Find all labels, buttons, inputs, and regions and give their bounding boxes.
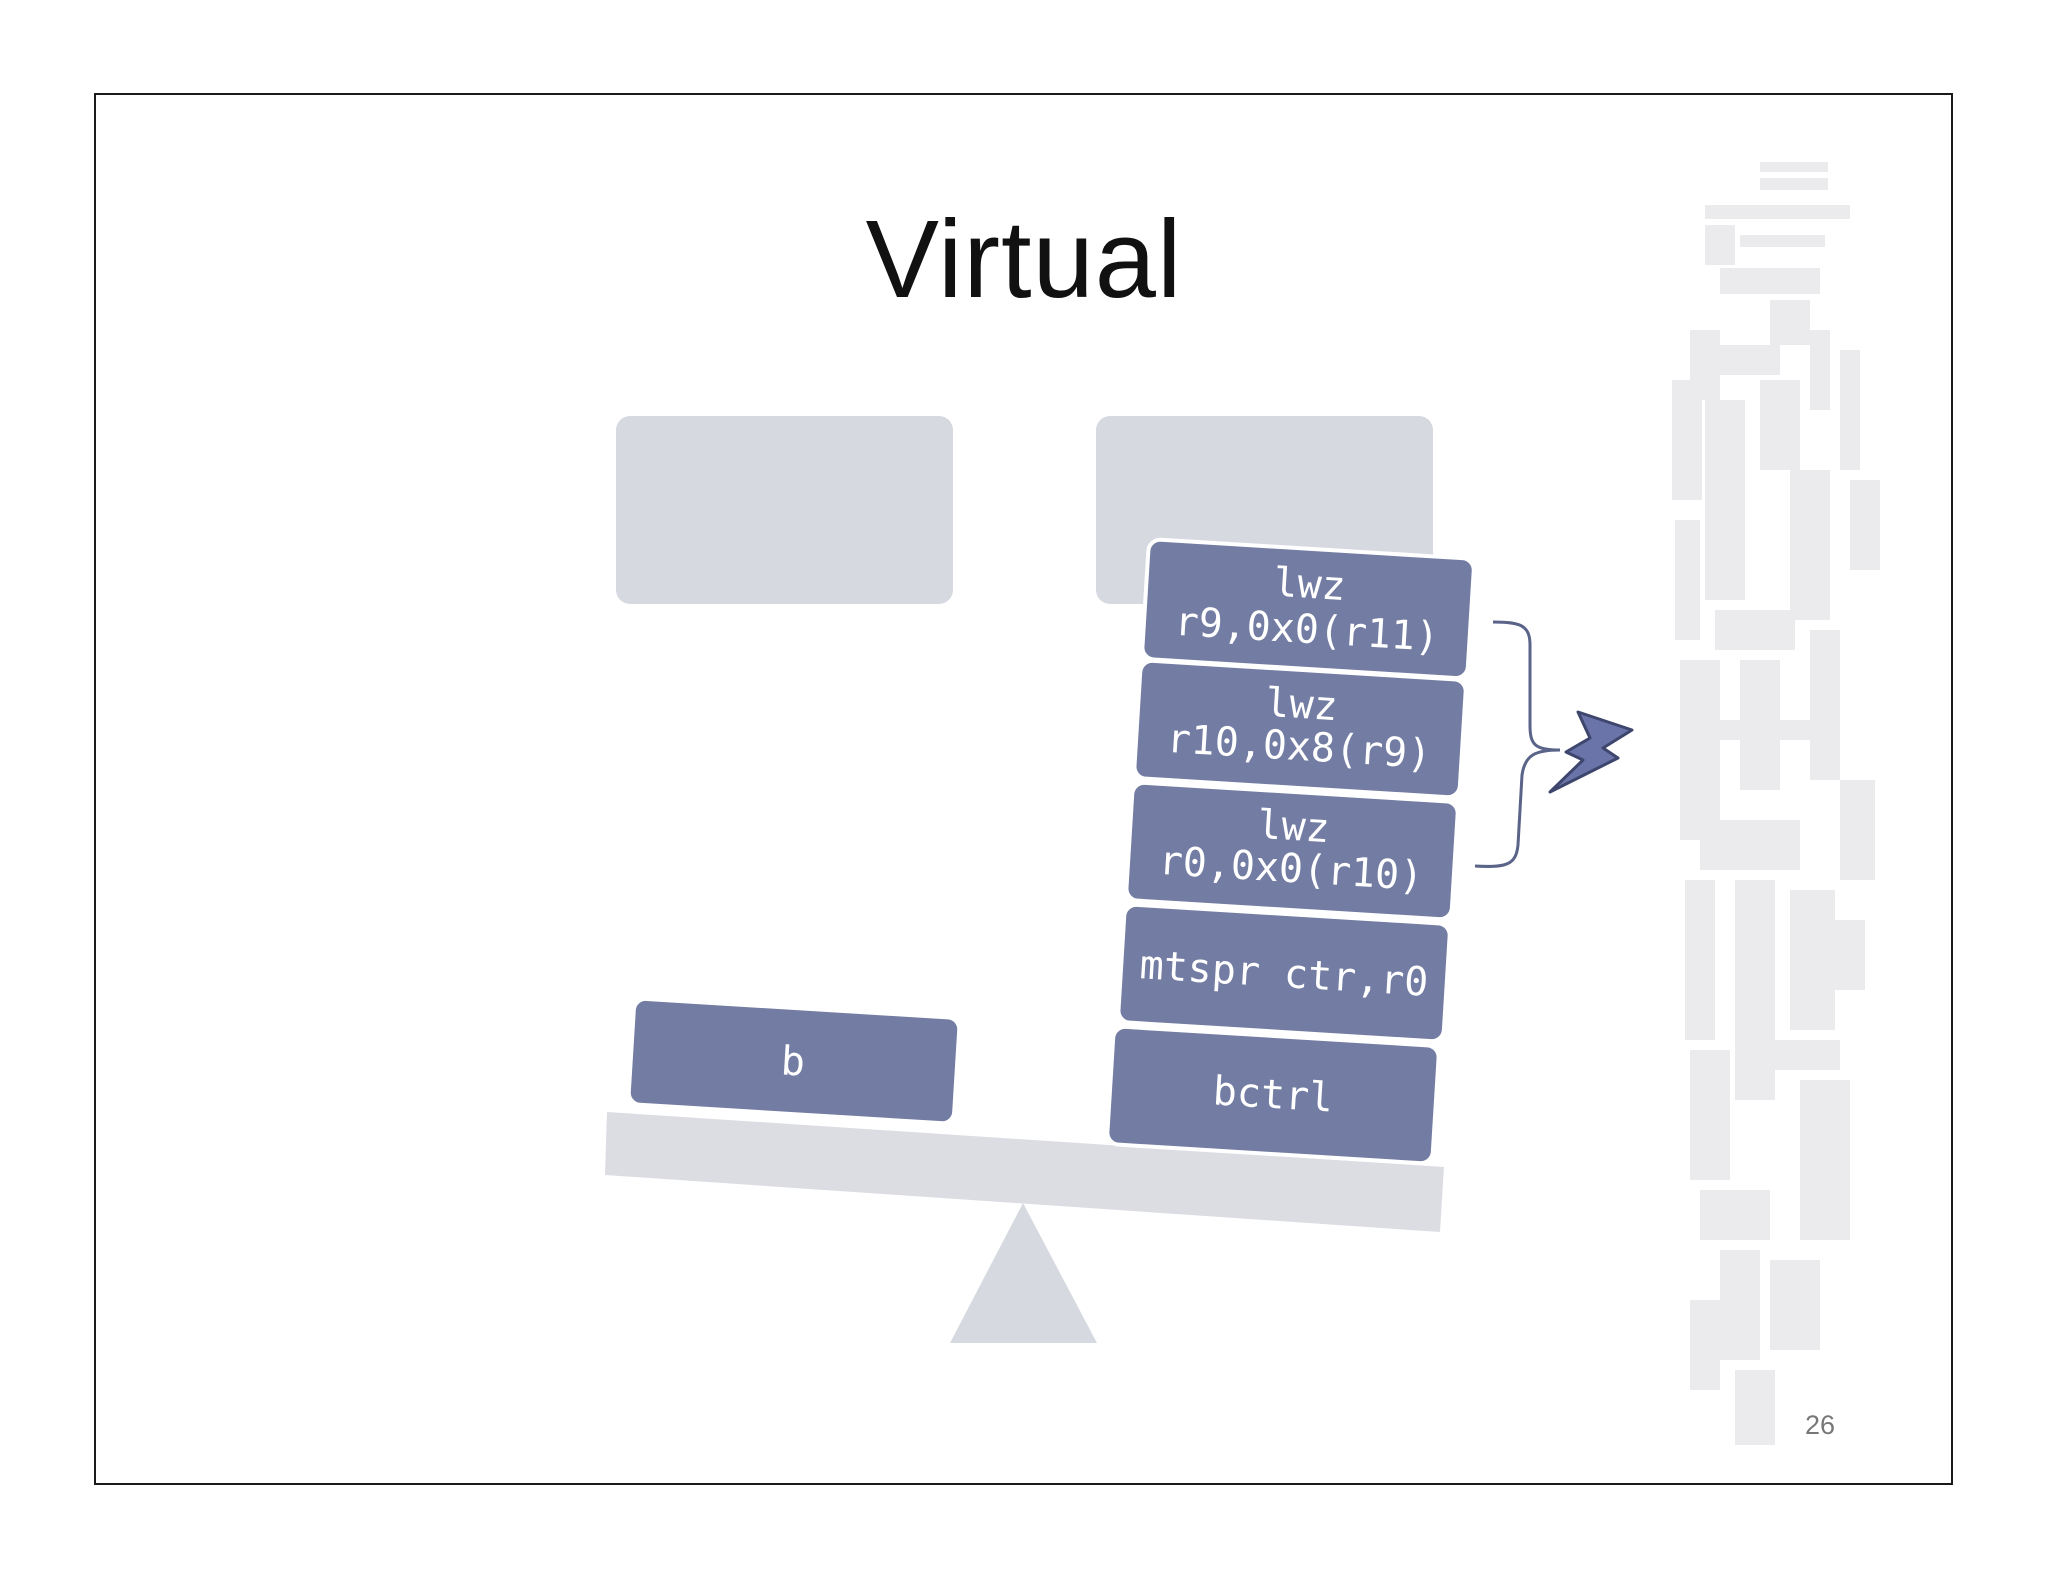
circuit-board-icon (1672, 162, 1880, 1445)
right-block-lwz-r9: lwz r9,0x0(r11) (1140, 537, 1476, 680)
right-block-bctrl: bctrl (1105, 1024, 1441, 1166)
left-block-b: b (626, 996, 962, 1126)
lightning-bolt-icon (1548, 710, 1634, 794)
block-line1: bctrl (1211, 1068, 1334, 1121)
slide-title: Virtual (865, 198, 1183, 321)
block-line1: lwz (1272, 560, 1347, 610)
right-block-mtspr: mtspr ctr,r0 (1116, 902, 1452, 1044)
left-placeholder-box (616, 416, 953, 604)
page-number: 26 (1805, 1410, 1836, 1440)
block-line1: lwz (1264, 680, 1339, 730)
curly-brace (1474, 620, 1561, 868)
right-block-lwz-r10: lwz r10,0x8(r9) (1132, 658, 1468, 800)
left-block-label: b (780, 1038, 807, 1085)
block-line1: lwz (1256, 802, 1331, 852)
balance-beam (605, 1112, 1444, 1232)
right-block-lwz-r0: lwz r0,0x0(r10) (1124, 780, 1460, 922)
balance-fulcrum (950, 1203, 1097, 1343)
